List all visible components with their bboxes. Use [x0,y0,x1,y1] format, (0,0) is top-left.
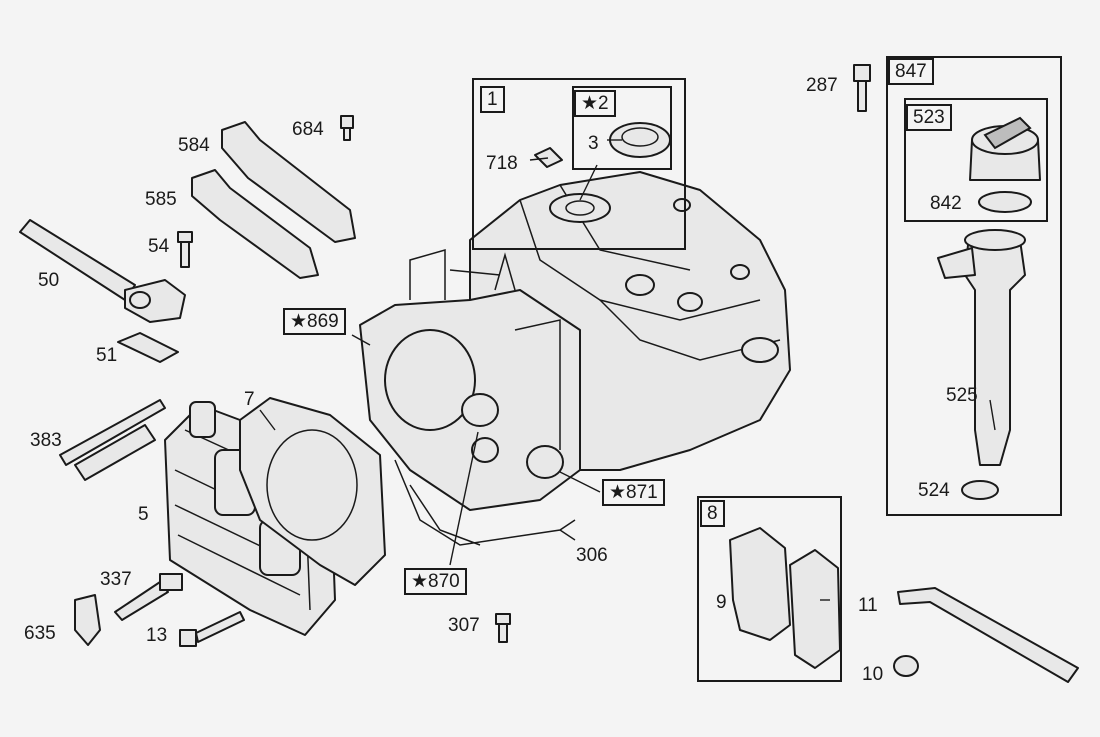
label-287: 287 [806,75,838,96]
label-584: 584 [178,135,210,156]
gasket-51 [117,332,179,363]
label-869: ★869 [283,308,346,335]
label-10: 10 [862,664,884,685]
label-3: 3 [588,133,599,154]
label-306: 306 [576,545,608,566]
label-585: 585 [145,189,177,210]
o-ring-524 [961,480,999,500]
gasket-585 [191,169,319,279]
label-13: 13 [146,625,168,646]
tube-11 [897,587,1079,683]
cylinder [359,249,581,546]
label-54: 54 [148,236,170,257]
bolt-684 [340,115,354,141]
bolt-13 [179,611,245,647]
label-718: 718 [486,153,518,174]
label-524: 524 [918,480,950,501]
bolt-54 [177,231,193,268]
frame-kit-523 [904,98,1048,222]
label-383: 383 [30,430,62,451]
head-gasket [239,397,386,586]
label-50: 50 [38,270,60,291]
label-1: 1 [480,86,505,113]
label-2: ★2 [574,90,616,117]
frame-kit-1 [472,78,686,250]
spark-plug-boot [74,594,101,646]
breather-tube [19,219,186,323]
label-51: 51 [96,345,118,366]
oil-fill-tube [937,229,1026,466]
valve-cover-gasket [729,527,791,641]
label-307: 307 [448,615,480,636]
plug-10 [893,655,919,677]
label-684: 684 [292,119,324,140]
frame-kit-847 [886,56,1062,516]
oil-cap [969,116,1041,213]
spark-plug [114,573,183,621]
label-523: 523 [906,104,952,131]
label-11: 11 [858,595,878,616]
label-842: 842 [930,193,962,214]
label-525: 525 [946,385,978,406]
label-9: 9 [716,592,727,613]
label-847: 847 [888,58,934,85]
label-871: ★871 [602,479,665,506]
label-8: 8 [700,500,725,527]
label-7: 7 [244,389,255,410]
frame-kit-2 [572,86,672,170]
bolt-307 [495,613,511,643]
label-5: 5 [138,504,149,525]
pin-383 [59,399,166,481]
label-635: 635 [24,623,56,644]
gasket-584 [221,121,356,243]
bolt-287 [853,64,871,112]
label-337: 337 [100,569,132,590]
dowel-pin-718 [534,147,563,168]
frame-kit-8 [697,496,842,682]
label-870: ★870 [404,568,467,595]
